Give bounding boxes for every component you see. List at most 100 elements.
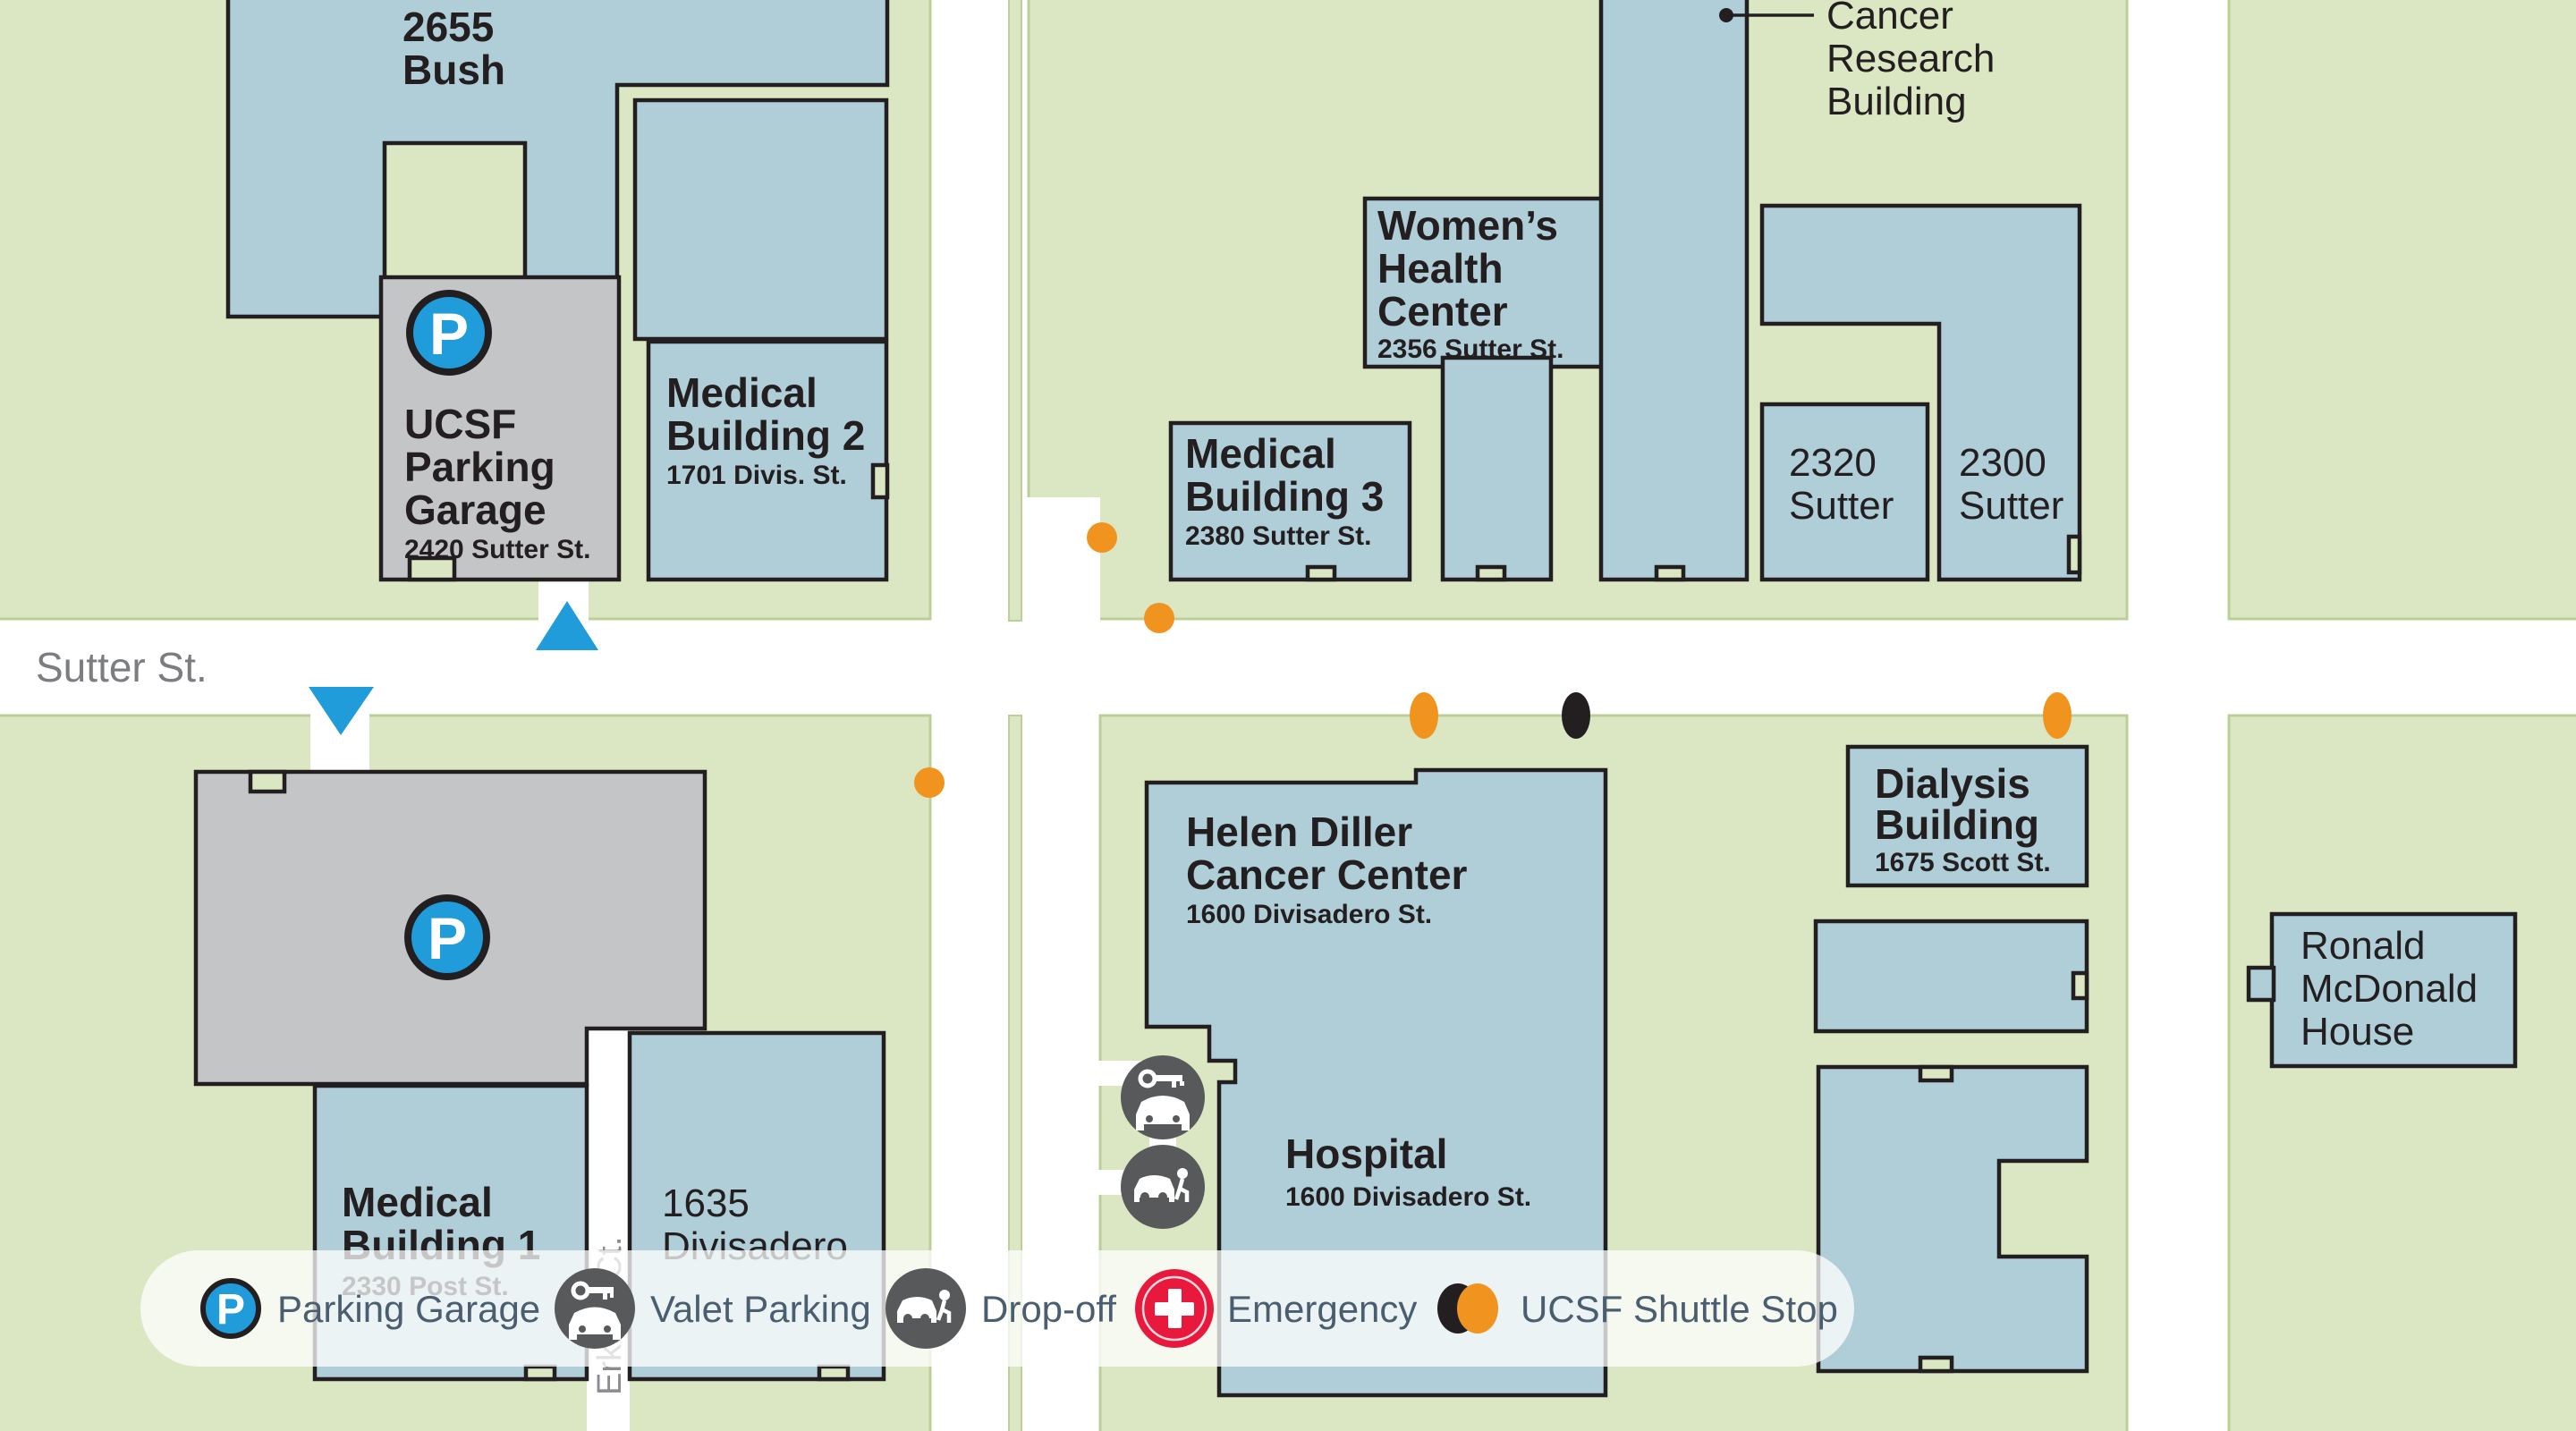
parking-garage-icon: P: [406, 290, 492, 376]
building-southeast-complex-shape: [1816, 1064, 2089, 1374]
label-line: Building 2: [666, 412, 865, 459]
building-womens-health-wing: [1440, 355, 1554, 582]
label-line: Building: [1875, 801, 2039, 848]
valet-parking-icon: [555, 1268, 635, 1349]
entrance-arrow-up-icon: [536, 601, 598, 650]
label-line: Sutter: [1789, 484, 1894, 528]
parking-p-letter: P: [428, 905, 467, 971]
building-label-ucsf-parking-garage: UCSF Parking Garage 2420 Sutter St.: [404, 401, 590, 564]
building-hdcc-hospital-shape: [1144, 767, 1608, 1398]
label-line: Center: [1377, 288, 1508, 334]
label-line: Dialysis: [1875, 760, 2030, 807]
garage-south-notch: [248, 769, 287, 794]
building-cancer-research-shape: [1598, 0, 1750, 582]
emergency-icon: [1135, 1269, 1214, 1348]
se-complex-bottom-notch: [1918, 1355, 1954, 1374]
shuttle-stop-icon: [1437, 1283, 1498, 1334]
legend-label: Valet Parking: [650, 1288, 871, 1330]
label-line: Ronald: [2301, 924, 2425, 968]
label-address: 2420 Sutter St.: [404, 535, 590, 564]
divisadero-median-north: [1008, 0, 1022, 622]
building-scott-annex-shape: [1813, 919, 2089, 1034]
garage-north-notch: [407, 555, 457, 582]
label-line: 2655: [402, 4, 494, 50]
legend-label: Emergency: [1227, 1288, 1417, 1330]
label-line: 1635: [662, 1181, 750, 1225]
mb3-entry-notch: [1305, 564, 1337, 582]
building-2300-sutter-shape: [1759, 203, 2082, 582]
shuttle-stop-dot: [914, 767, 945, 798]
label-address: 1600 Divisadero St.: [1285, 1182, 1531, 1212]
crb-entry-notch: [1654, 564, 1686, 582]
stop-dot-black: [1562, 692, 1590, 739]
entrance-arrow-down-icon: [309, 687, 374, 735]
legend-label: UCSF Shuttle Stop: [1521, 1288, 1838, 1330]
label-line: Women’s: [1377, 202, 1558, 249]
parking-garage-icon: P: [404, 894, 490, 980]
shuttle-stop-dot: [1410, 692, 1438, 739]
building-medical-3-shape: [1168, 420, 1412, 582]
building-dialysis-shape: [1845, 744, 2089, 888]
medical-2-notch: [870, 462, 890, 500]
div1635-entry-notch: [817, 1364, 851, 1382]
whc-entry-notch: [1475, 564, 1507, 582]
building-annex-shape: [632, 97, 889, 342]
building-medical-2-shape: [646, 339, 889, 582]
label-line: Garage: [404, 487, 547, 533]
block-southeast: [2227, 714, 2576, 1431]
parking-garage-icon: P: [200, 1278, 261, 1339]
label-line: Medical: [342, 1179, 493, 1225]
building-label-2655-bush: 2655 Bush: [402, 4, 505, 93]
label-address: 1675 Scott St.: [1875, 848, 2051, 877]
shuttle-stop-dot: [1087, 522, 1117, 553]
building-label-medical-3: Medical Building 3 2380 Sutter St.: [1185, 430, 1384, 551]
label-line: UCSF: [404, 401, 516, 447]
shuttle-stop-dot: [2043, 692, 2072, 739]
block-northeast: [2227, 0, 2576, 621]
building-2300-notch: [2066, 534, 2082, 575]
street-corner-cut: [1025, 497, 1100, 622]
parking-p-letter: P: [216, 1286, 245, 1334]
drop-off-icon: [886, 1268, 966, 1349]
label-line: Medical: [666, 369, 818, 416]
building-ronald-mcdonald-shape: [2269, 911, 2518, 1069]
building-2320-sutter-shape: [1759, 402, 1930, 582]
label-line: Hospital: [1285, 1130, 1447, 1177]
label-line: Parking: [404, 444, 555, 490]
parking-p-letter: P: [429, 301, 469, 367]
drop-off-icon: [1121, 1145, 1205, 1229]
label-line: Research: [1826, 37, 1995, 80]
legend-label: Parking Garage: [277, 1288, 540, 1330]
legend-label: Drop-off: [981, 1288, 1116, 1330]
building-label-medical-2: Medical Building 2 1701 Divis. St.: [666, 369, 865, 490]
mb1-entry-notch: [523, 1364, 557, 1382]
building-label-cancer-research: Cancer Research Building: [1826, 0, 1995, 123]
rmh-left-tab: [2246, 965, 2276, 1003]
label-line: 2320: [1789, 441, 1877, 485]
label-line: Building: [1826, 80, 1967, 123]
label-address: 2356 Sutter St.: [1377, 334, 1563, 364]
building-label-2320-sutter: 2320 Sutter: [1789, 441, 1894, 528]
label-line: Helen Diller: [1186, 809, 1412, 855]
label-line: 2300: [1959, 441, 2046, 485]
building-label-hdcc: Helen Diller Cancer Center 1600 Divisade…: [1186, 809, 1468, 929]
label-address: 2380 Sutter St.: [1185, 521, 1371, 551]
scott-annex-notch: [2071, 970, 2089, 1001]
building-label-2300-sutter: 2300 Sutter: [1959, 441, 2063, 528]
label-line: Cancer: [1826, 0, 1953, 38]
valet-parking-icon: [1121, 1055, 1205, 1139]
label-line: Building 3: [1185, 473, 1384, 520]
label-line: Cancer Center: [1186, 851, 1468, 898]
label-line: Health: [1377, 245, 1504, 292]
street-label-sutter: Sutter St.: [36, 644, 208, 690]
label-line: Medical: [1185, 430, 1336, 477]
label-line: Sutter: [1959, 484, 2063, 528]
label-address: 1701 Divis. St.: [666, 461, 847, 490]
label-line: Bush: [402, 47, 505, 93]
shuttle-stop-dot: [1144, 603, 1174, 633]
legend-bar: P Parking Garage Valet Parking Drop-off: [140, 1250, 1854, 1367]
label-line: House: [2301, 1010, 2414, 1054]
building-label-hospital: Hospital 1600 Divisadero St.: [1285, 1130, 1531, 1212]
label-line: McDonald: [2301, 967, 2478, 1011]
